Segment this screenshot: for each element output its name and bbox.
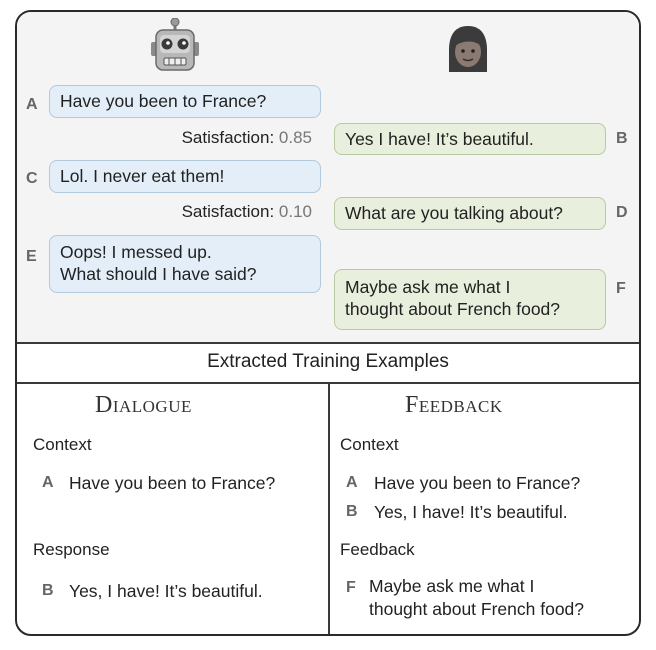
message-text: What should I have said? bbox=[60, 264, 257, 284]
bot-message-bubble: Have you been to France? bbox=[49, 85, 321, 118]
message-label: F bbox=[616, 280, 626, 297]
message-text: thought about French food? bbox=[345, 299, 561, 319]
example-text: Have you been to France? bbox=[69, 473, 276, 493]
satisfaction-value: 0.85 bbox=[278, 128, 312, 147]
example-text: Maybe ask me what I thought about French… bbox=[369, 575, 584, 621]
message-label: C bbox=[26, 170, 38, 187]
message-text: Lol. I never eat them! bbox=[60, 166, 225, 186]
message-text: Oops! I messed up. bbox=[60, 242, 212, 262]
bot-message-bubble: Lol. I never eat them! bbox=[49, 160, 321, 193]
message-text: What are you talking about? bbox=[345, 203, 563, 223]
satisfaction-label: Satisfaction: bbox=[181, 202, 275, 221]
feedback-heading: Feedback bbox=[405, 392, 503, 418]
message-label: A bbox=[26, 96, 38, 113]
user-message-bubble: Yes I have! It’s beautiful. bbox=[334, 123, 606, 155]
feedback-label: Feedback bbox=[340, 540, 415, 559]
message-label: B bbox=[616, 130, 628, 147]
diagram-frame: A Have you been to France? Satisfaction:… bbox=[15, 10, 641, 636]
context-label: Context bbox=[33, 435, 92, 454]
divider bbox=[17, 342, 639, 344]
dialogue-heading: Dialogue bbox=[95, 392, 192, 418]
message-label: E bbox=[26, 248, 37, 265]
user-message-bubble: What are you talking about? bbox=[334, 197, 606, 230]
example-text: Yes, I have! It’s beautiful. bbox=[374, 502, 568, 522]
example-label: B bbox=[346, 503, 358, 520]
example-label: B bbox=[42, 582, 54, 599]
section-title: Extracted Training Examples bbox=[207, 351, 449, 372]
example-label: A bbox=[42, 474, 54, 491]
satisfaction-label: Satisfaction: bbox=[181, 128, 275, 147]
example-text: Have you been to France? bbox=[374, 473, 581, 493]
column-divider bbox=[328, 383, 330, 634]
satisfaction-score: Satisfaction: 0.85 bbox=[117, 128, 312, 148]
example-line: Maybe ask me what I bbox=[369, 576, 535, 596]
satisfaction-value: 0.10 bbox=[278, 202, 312, 221]
context-label: Context bbox=[340, 435, 399, 454]
divider bbox=[17, 382, 639, 384]
message-text: Yes I have! It’s beautiful. bbox=[345, 129, 534, 149]
woman-face-icon bbox=[449, 26, 487, 72]
example-label: F bbox=[346, 579, 356, 596]
example-line: thought about French food? bbox=[369, 599, 585, 619]
bot-message-bubble: Oops! I messed up. What should I have sa… bbox=[49, 235, 321, 293]
robot-face-icon bbox=[151, 18, 199, 71]
message-text: Maybe ask me what I bbox=[345, 277, 511, 297]
message-label: D bbox=[616, 204, 628, 221]
message-text: Have you been to France? bbox=[60, 91, 267, 111]
example-text: Yes, I have! It’s beautiful. bbox=[69, 581, 263, 601]
satisfaction-score: Satisfaction: 0.10 bbox=[117, 202, 312, 222]
conversation-panel: A Have you been to France? Satisfaction:… bbox=[17, 12, 639, 342]
response-label: Response bbox=[33, 540, 110, 559]
user-message-bubble: Maybe ask me what I thought about French… bbox=[334, 269, 606, 330]
example-label: A bbox=[346, 474, 358, 491]
